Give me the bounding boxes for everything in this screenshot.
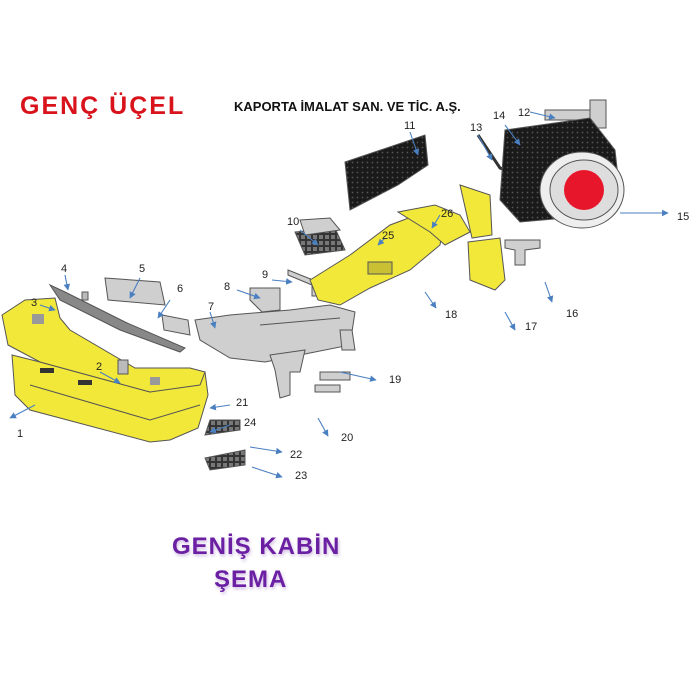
- callout-12: 12: [518, 107, 530, 119]
- frame-bracket-20: [269, 329, 356, 399]
- callout-17: 17: [525, 321, 537, 333]
- title-line-1: GENİŞ KABİN: [172, 533, 341, 560]
- callout-8: 8: [224, 281, 230, 293]
- front-bumper-upper: [1, 297, 206, 393]
- callout-20: 20: [341, 432, 353, 444]
- grille-rail-5: [104, 277, 166, 306]
- callout-21: 21: [236, 397, 248, 409]
- callout-4: 4: [61, 263, 67, 275]
- callout-26: 26: [441, 208, 453, 220]
- callout-3: 3: [31, 297, 37, 309]
- callout-22: 22: [290, 449, 302, 461]
- step-grate-22: [204, 449, 246, 471]
- title-line-2: ŞEMA: [214, 566, 288, 593]
- callout-1: 1: [17, 428, 23, 440]
- callout-numbers: 1 2 3 4 5 6 7 8 9 10 11 12 13 14 15 16 1…: [17, 107, 689, 482]
- callout-19: 19: [389, 374, 401, 386]
- callout-16: 16: [566, 308, 578, 320]
- company-name: KAPORTA İMALAT SAN. VE TİC. A.Ş.: [234, 99, 461, 114]
- brand-logo: GENÇ ÜÇEL: [20, 92, 186, 120]
- callout-25: 25: [382, 230, 394, 242]
- callout-18: 18: [445, 309, 457, 321]
- callout-11: 11: [404, 120, 415, 132]
- callout-24: 24: [244, 417, 256, 429]
- frame-bracket-19: [314, 371, 351, 393]
- hanger-17: [467, 237, 506, 291]
- callout-13: 13: [470, 122, 482, 134]
- step-bracket: [249, 287, 281, 313]
- callout-7: 7: [208, 301, 214, 313]
- callout-5: 5: [139, 263, 145, 275]
- callout-23: 23: [295, 470, 307, 482]
- bumper-bracket: [81, 291, 129, 375]
- callout-9: 9: [262, 269, 268, 281]
- callout-2: 2: [96, 361, 102, 373]
- leader-arrows: [9, 111, 669, 479]
- grille-rail-6: [161, 314, 191, 336]
- callout-15: 15: [677, 211, 689, 223]
- floor-panel: [194, 304, 356, 363]
- trim-strip: [48, 283, 186, 353]
- side-panel-11: [344, 134, 429, 211]
- step-plate: [294, 217, 346, 256]
- rear-wheel-mudguard: [499, 117, 625, 229]
- mount-bracket-16: [504, 239, 541, 266]
- callout-6: 6: [177, 283, 183, 295]
- callout-14: 14: [493, 110, 505, 122]
- callout-10: 10: [287, 216, 299, 228]
